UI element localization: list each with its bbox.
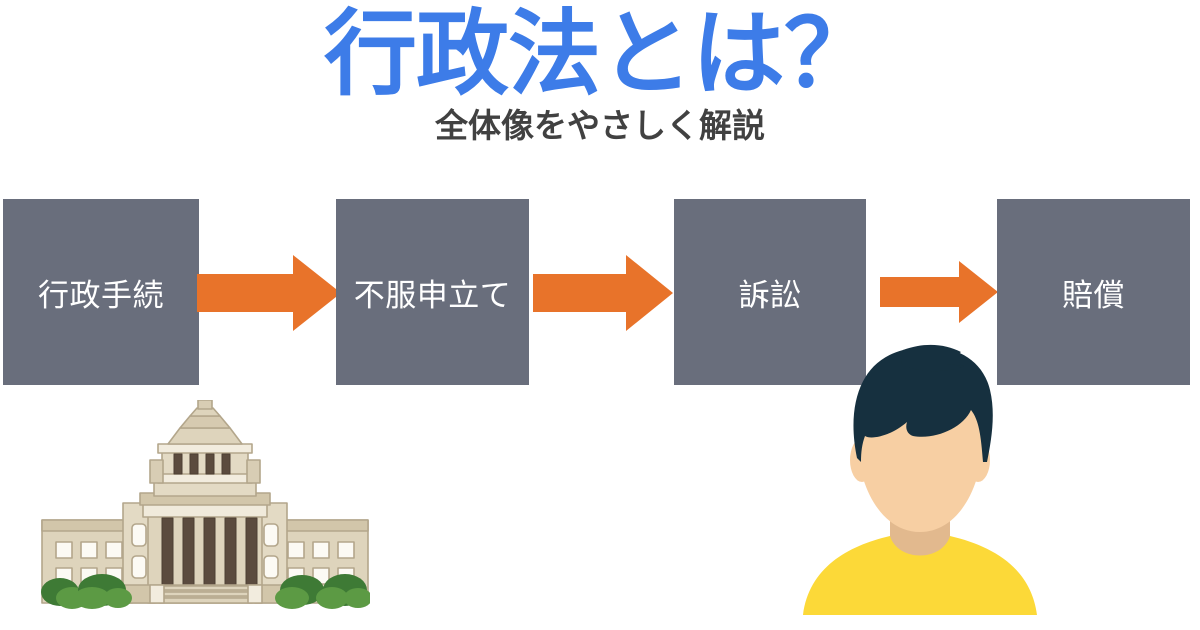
flow-step-label: 訴訟 <box>738 277 802 313</box>
page-subtitle: 全体像をやさしく解説 <box>435 107 765 145</box>
header: 行政法とは？ 全体像をやさしく解説 <box>0 0 1200 145</box>
arrow-right-icon-1 <box>197 255 341 331</box>
flow-step-label: 行政手続 <box>38 277 164 313</box>
male-avatar-illustration <box>803 344 1037 615</box>
bush-group <box>41 574 370 609</box>
flow-step-fufuku-moshitate: 不服申立て <box>336 199 529 385</box>
national-diet-building-illustration <box>41 400 370 609</box>
flow-step-label: 不服申立て <box>353 277 512 313</box>
arrow-right-icon-3 <box>880 261 998 323</box>
flow-step-baishou: 賠償 <box>997 199 1190 385</box>
arrow-right-icon-2 <box>533 255 673 331</box>
flow-step-soshou: 訴訟 <box>674 199 866 385</box>
hair-shape <box>853 346 993 462</box>
flow-step-label: 賠償 <box>1062 277 1125 313</box>
shirt-shape <box>803 536 1037 615</box>
flow-step-gyosei-tetsuzuki: 行政手続 <box>3 199 199 385</box>
page-title: 行政法とは？ <box>324 2 877 106</box>
process-flow-diagram: 行政手続 不服申立て 訴訟 賠償 <box>0 199 1200 387</box>
